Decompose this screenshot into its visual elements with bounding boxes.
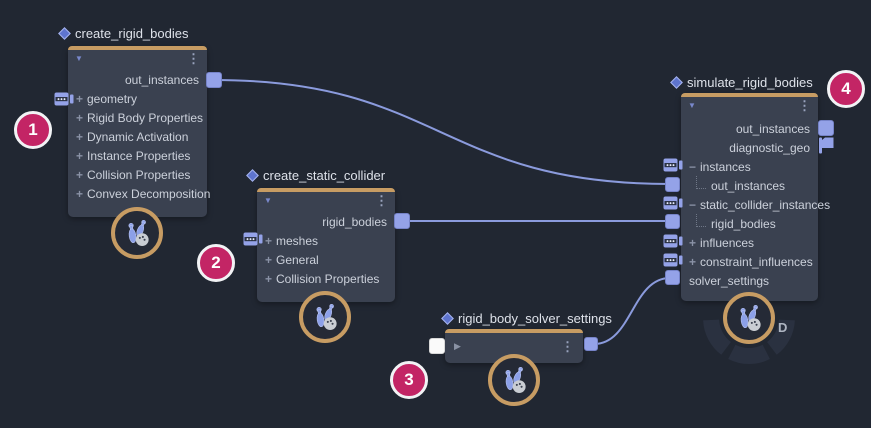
collapse-icon[interactable]: ▼ xyxy=(75,53,83,63)
node-color-bar xyxy=(445,329,583,333)
bundle-connector-constraint-influences[interactable] xyxy=(663,253,683,267)
rigid-body-type-icon xyxy=(723,292,775,344)
node-title-create-static-collider[interactable]: create_static_collider xyxy=(246,167,385,183)
plus-icon[interactable]: + xyxy=(689,235,697,250)
port-static-collider-instances[interactable]: − static_collider_instances xyxy=(689,197,831,212)
wire-solver-settings[interactable] xyxy=(593,277,671,345)
bundle-connector-meshes[interactable] xyxy=(243,232,263,246)
port-static-collider-rigid-bodies[interactable]: rigid_bodies xyxy=(681,213,818,233)
node-create-static-collider[interactable]: ▼ ⋮ rigid_bodies + meshes + General + Co… xyxy=(257,188,395,302)
plus-icon[interactable]: + xyxy=(76,167,84,182)
diamond-icon xyxy=(246,168,259,182)
bundle-connector-influences[interactable] xyxy=(663,234,683,248)
node-title-simulate-rigid-bodies[interactable]: simulate_rigid_bodies xyxy=(670,74,813,90)
port-rigid-body-properties[interactable]: + Rigid Body Properties xyxy=(76,110,204,125)
node-color-bar xyxy=(257,188,395,192)
port-out-instances: out_instances xyxy=(124,72,199,87)
port-collision-properties[interactable]: + Collision Properties xyxy=(265,271,380,286)
port-solver-settings[interactable]: solver_settings xyxy=(689,273,770,288)
exec-connector-solver-input[interactable] xyxy=(429,338,445,354)
port-rigid-bodies: rigid_bodies xyxy=(322,214,387,229)
diamond-icon xyxy=(441,311,454,325)
gauge-letter-d: D xyxy=(778,320,788,335)
port-constraint-influences[interactable]: + constraint_influences xyxy=(689,254,813,269)
input-connector-instances-out-instances[interactable] xyxy=(665,177,680,192)
annotation-badge-2: 2 xyxy=(197,244,235,282)
plus-icon[interactable]: + xyxy=(76,110,84,125)
node-simulate-rigid-bodies[interactable]: ▼ ⋮ out_instances diagnostic_geo − insta… xyxy=(681,93,831,301)
node-title-rigid-body-solver-settings[interactable]: rigid_body_solver_settings xyxy=(441,310,612,326)
rigid-body-type-icon xyxy=(299,291,351,343)
port-dynamic-activation[interactable]: + Dynamic Activation xyxy=(76,129,189,144)
diamond-icon xyxy=(58,26,71,40)
rigid-body-type-icon xyxy=(111,207,163,259)
annotation-badge-4: 4 xyxy=(827,70,865,108)
bowling-pins-icon xyxy=(740,304,761,332)
kebab-menu-icon[interactable]: ⋮ xyxy=(187,51,200,66)
port-out-instances: out_instances xyxy=(735,121,810,136)
plus-icon[interactable]: + xyxy=(689,254,697,269)
plus-icon[interactable]: + xyxy=(76,129,84,144)
plus-icon[interactable]: + xyxy=(265,233,273,248)
kebab-menu-icon[interactable]: ⋮ xyxy=(798,98,811,113)
collapse-icon[interactable]: ▼ xyxy=(264,195,272,205)
minus-icon[interactable]: − xyxy=(689,197,697,212)
bundle-connector-instances[interactable] xyxy=(663,158,683,172)
input-connector-rigid-bodies[interactable] xyxy=(665,214,680,229)
wire-out-instances[interactable] xyxy=(213,79,671,185)
bowling-pins-icon xyxy=(128,219,149,247)
collapse-icon[interactable]: ▼ xyxy=(688,100,696,110)
plus-icon[interactable]: + xyxy=(265,271,273,286)
port-convex-decomposition[interactable]: + Convex Decomposition xyxy=(76,186,211,201)
collapse-icon[interactable]: ▶ xyxy=(454,340,461,351)
node-create-rigid-bodies[interactable]: ▼ ⋮ out_instances + geometry + Rigid Bod… xyxy=(68,46,211,217)
input-connector-solver-settings[interactable] xyxy=(665,270,680,285)
plus-icon[interactable]: + xyxy=(265,252,273,267)
kebab-menu-icon[interactable]: ⋮ xyxy=(375,193,388,208)
node-state-gauge xyxy=(703,319,795,364)
bowling-pins-icon xyxy=(316,303,337,331)
output-connector-solver-settings[interactable] xyxy=(584,337,598,351)
rigid-body-type-icon xyxy=(488,354,540,406)
port-instances[interactable]: − instances xyxy=(689,159,751,174)
minus-icon[interactable]: − xyxy=(689,159,697,174)
plus-icon[interactable]: + xyxy=(76,91,84,106)
port-collision-properties[interactable]: + Collision Properties xyxy=(76,167,191,182)
flag-connector-diagnostic-geo[interactable] xyxy=(818,137,835,154)
plus-icon[interactable]: + xyxy=(76,148,84,163)
port-instances-out-instances[interactable]: out_instances xyxy=(681,175,818,195)
bowling-pins-icon xyxy=(505,366,526,394)
port-geometry[interactable]: + geometry xyxy=(76,91,138,106)
node-color-bar xyxy=(68,46,207,50)
port-influences[interactable]: + influences xyxy=(689,235,755,250)
port-diagnostic-geo: diagnostic_geo xyxy=(729,140,810,155)
port-general[interactable]: + General xyxy=(265,252,319,267)
tree-branch-icon xyxy=(696,213,706,227)
output-connector-out-instances[interactable] xyxy=(206,72,222,88)
tree-branch-icon xyxy=(696,175,706,189)
output-connector-sim-out-instances[interactable] xyxy=(818,120,834,136)
plus-icon[interactable]: + xyxy=(76,186,84,201)
annotation-badge-1: 1 xyxy=(14,111,52,149)
node-title-create-rigid-bodies[interactable]: create_rigid_bodies xyxy=(58,25,188,41)
kebab-menu-icon[interactable]: ⋮ xyxy=(561,338,574,354)
port-instance-properties[interactable]: + Instance Properties xyxy=(76,148,191,163)
port-meshes[interactable]: + meshes xyxy=(265,233,319,248)
bundle-connector-geometry[interactable] xyxy=(54,92,74,106)
annotation-badge-3: 3 xyxy=(390,361,428,399)
bundle-connector-static-collider-instances[interactable] xyxy=(663,196,683,210)
diamond-icon xyxy=(670,75,683,89)
node-color-bar xyxy=(681,93,818,97)
output-connector-rigid-bodies[interactable] xyxy=(394,213,410,229)
